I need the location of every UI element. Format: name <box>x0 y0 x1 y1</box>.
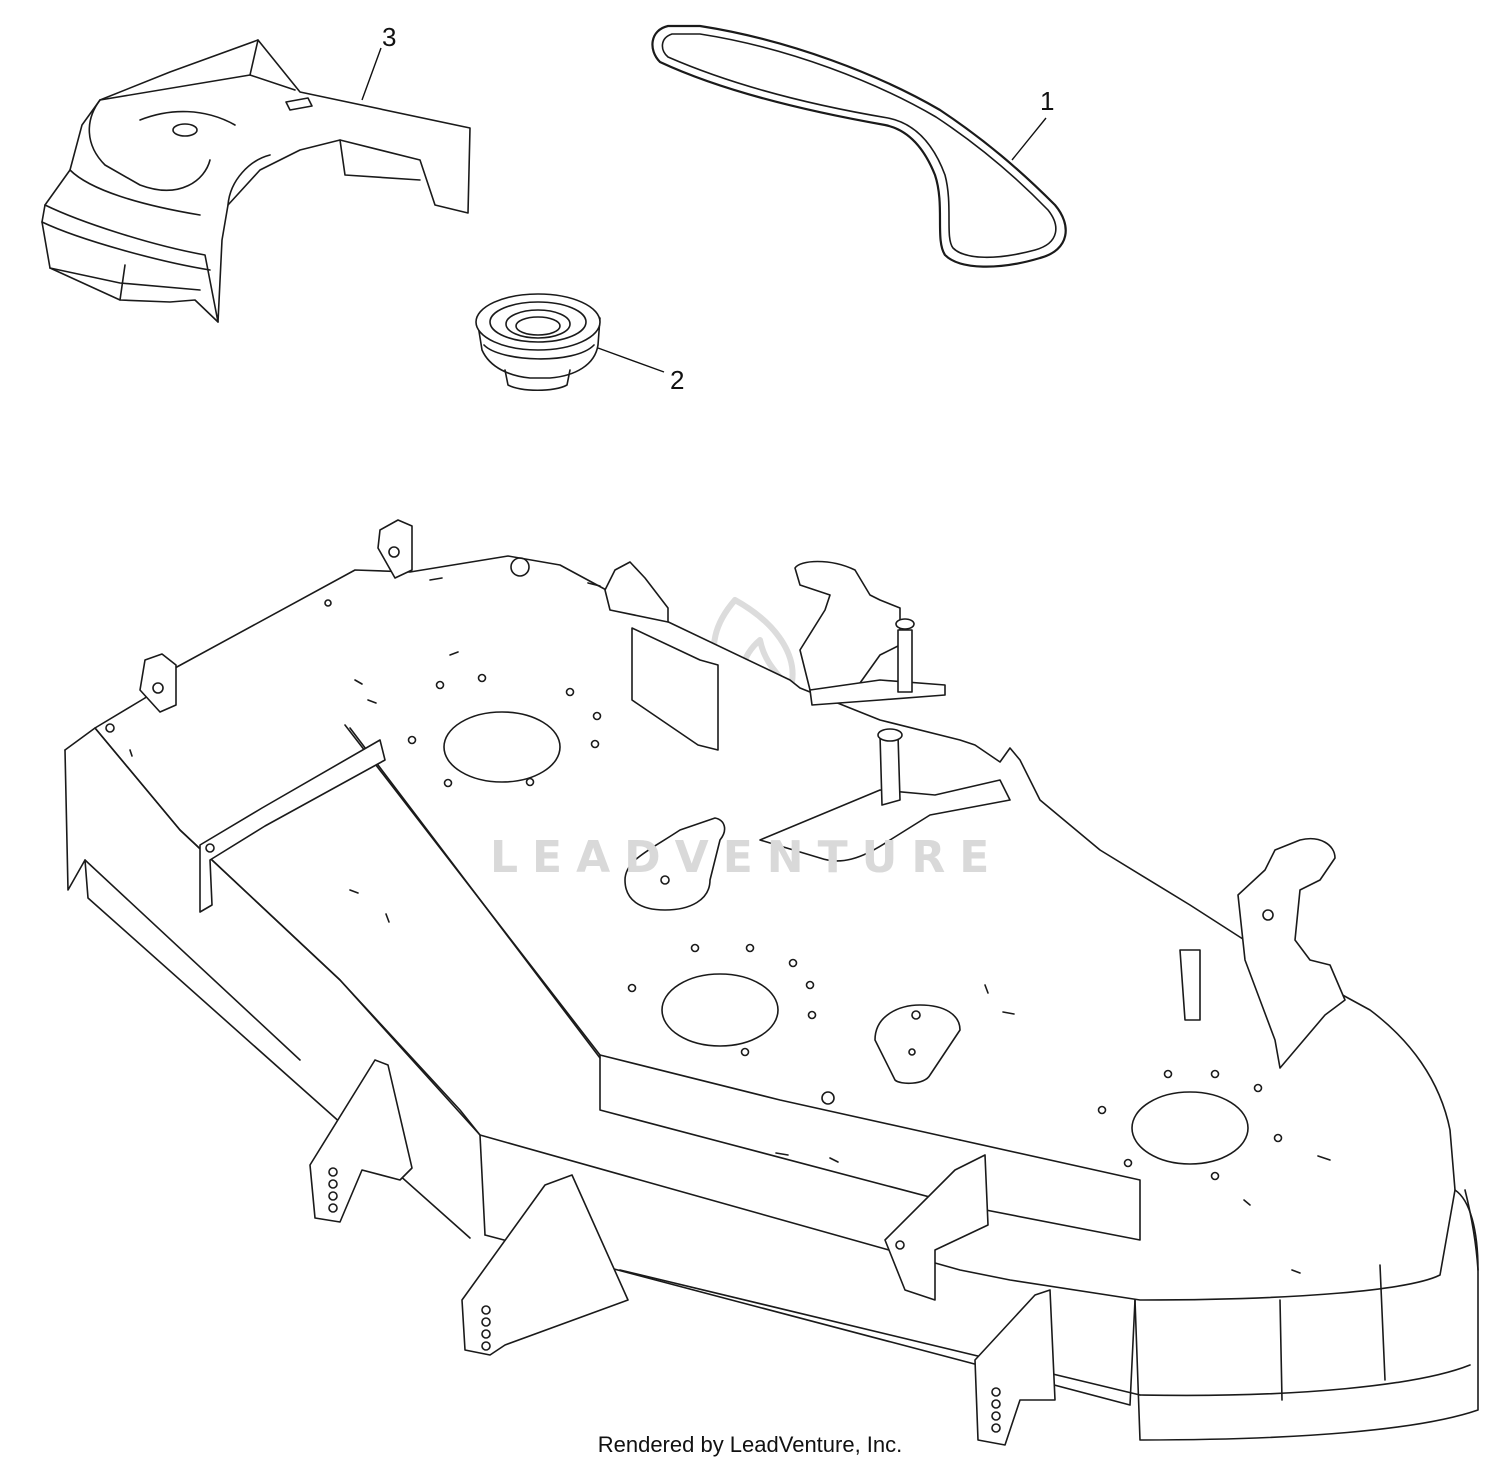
footer-credit: Rendered by LeadVenture, Inc. <box>597 1432 903 1457</box>
part-2-pulley <box>475 293 601 392</box>
callout-1-label: 1 <box>1040 86 1055 116</box>
callout-3-label: 3 <box>382 22 397 52</box>
leader-line-1 <box>1011 117 1047 161</box>
leader-line-3 <box>361 47 382 101</box>
callout-2-label: 2 <box>670 365 685 395</box>
leader-line-2 <box>597 347 665 373</box>
mower-deck <box>64 519 1479 1446</box>
watermark-text: LEADVENTURE <box>490 832 1004 883</box>
part-3-belt-cover <box>41 39 471 323</box>
part-1-belt <box>651 24 1067 268</box>
